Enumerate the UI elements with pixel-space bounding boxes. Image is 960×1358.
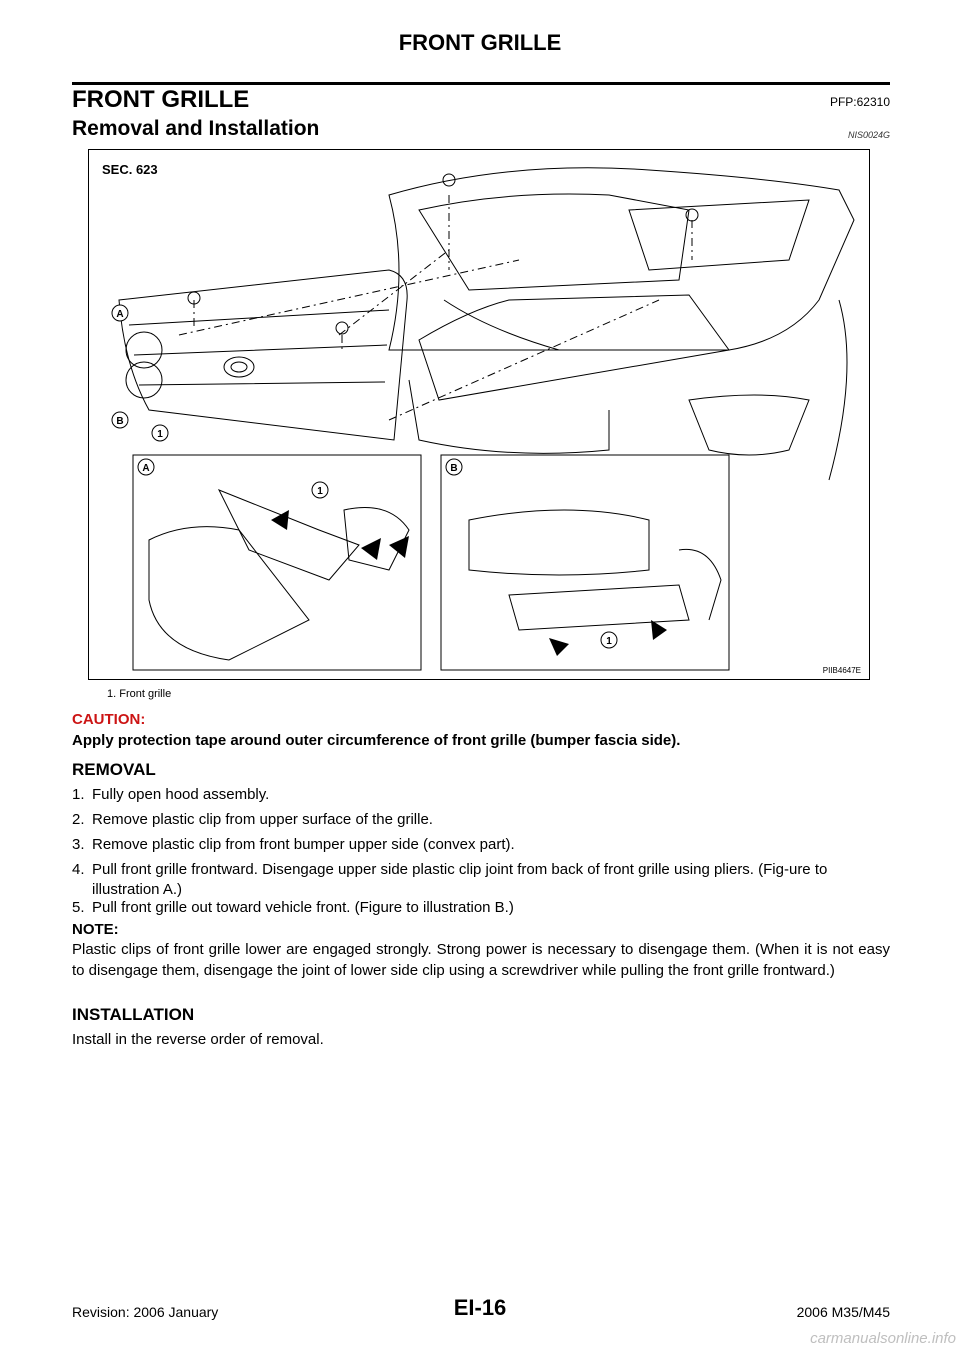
note-title: NOTE: — [72, 921, 119, 938]
footer-revision: Revision: 2006 January — [72, 1304, 219, 1320]
step-text: Fully open hood assembly. — [92, 786, 270, 803]
subsection-title: Removal and Installation — [72, 117, 320, 140]
removal-step: 5. Pull front grille out toward vehicle … — [72, 898, 892, 918]
sec-label: SEC. 623 — [102, 162, 158, 177]
callout-a-inset: A — [142, 463, 149, 474]
header-rule — [72, 82, 890, 85]
step-number: 1. — [72, 786, 85, 803]
removal-step: 3. Remove plastic clip from front bumper… — [72, 835, 892, 855]
step-text: Pull front grille out toward vehicle fro… — [92, 899, 514, 916]
pfp-code: PFP:62310 — [829, 95, 890, 109]
step-number: 4. — [72, 861, 85, 878]
removal-heading: REMOVAL — [72, 760, 156, 779]
callout-1-inset-a: 1 — [317, 486, 323, 497]
figure-drawing: A B 1 A B 1 1 — [111, 167, 855, 671]
step-number: 2. — [72, 811, 85, 828]
callout-a-main: A — [116, 309, 123, 320]
callout-1-main: 1 — [157, 429, 163, 440]
step-text: Remove plastic clip from upper surface o… — [92, 811, 433, 828]
caution-title: CAUTION: — [72, 711, 146, 728]
removal-step: 1. Fully open hood assembly. — [72, 785, 892, 805]
callout-b-inset: B — [450, 463, 457, 474]
step-number: 5. — [72, 899, 85, 916]
nis-code: NIS0024G — [847, 130, 890, 140]
watermark: carmanualsonline.info — [810, 1330, 956, 1347]
removal-step: 4. Pull front grille frontward. Disengag… — [72, 860, 892, 900]
section-title: FRONT GRILLE — [72, 86, 250, 113]
footer-page-number: EI-16 — [453, 1295, 507, 1320]
callout-1-inset-b: 1 — [606, 636, 612, 647]
step-text: Pull front grille frontward. Disengage u… — [92, 861, 828, 898]
removal-step: 2. Remove plastic clip from upper surfac… — [72, 810, 892, 830]
step-text: Remove plastic clip from front bumper up… — [92, 836, 515, 853]
installation-text: Install in the reverse order of removal. — [72, 1031, 324, 1048]
footer-model: 2006 M35/M45 — [796, 1304, 890, 1320]
note-text: Plastic clips of front grille lower are … — [72, 941, 890, 979]
installation-heading: INSTALLATION — [72, 1005, 195, 1024]
figure-legend: 1. Front grille — [107, 688, 172, 700]
running-header-title: FRONT GRILLE — [398, 30, 562, 55]
caution-text: Apply protection tape around outer circu… — [72, 732, 681, 749]
step-number: 3. — [72, 836, 85, 853]
figure-id: PIIB4647E — [822, 666, 861, 675]
front-grille-figure: A B 1 A B 1 1 SEC. 623 PIIB4647E — [88, 149, 870, 680]
callout-b-main: B — [116, 416, 123, 427]
